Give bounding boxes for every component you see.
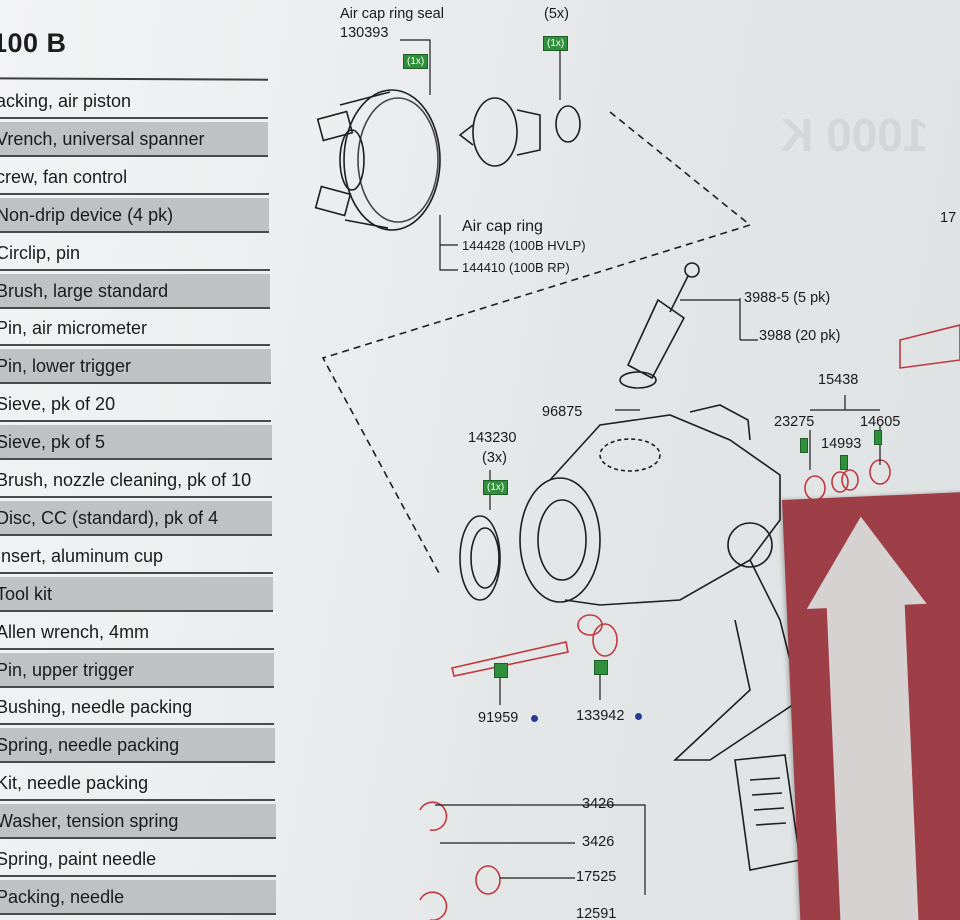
parts-list-row: Spring, needle packing [0,728,275,764]
parts-list-row: crew, fan control [0,160,269,195]
parts-list-row: Sieve, pk of 5 [0,425,272,461]
fluid-nozzle-drawing [458,97,581,167]
part-3426-lower-label: 3426 [582,834,615,850]
part-12591-label: 12591 [576,906,617,920]
quantity-tag: (1x) [483,480,509,495]
quantity-tag: (1x) [543,36,569,51]
circlip-lower-drawing [419,891,448,920]
parts-list-row: Circlip, pin [0,236,270,271]
quantity-value: 1x [550,38,561,49]
part-15438-label: 15438 [818,372,859,388]
part-3426-upper-label: 3426 [582,796,615,812]
brush-5pk-label: 3988-5 (5 pk) [744,290,831,306]
quantity-tag [840,455,848,470]
quantity-value: 1x [410,56,421,67]
quantity-tag: (1x) [403,54,429,69]
sieve-drawing [619,262,700,389]
air-cap-ring-seal-label: Air cap ring seal [340,6,444,22]
parts-list-row: Sieve, pk of 20 [0,387,272,423]
air-cap-drawing [314,89,441,231]
pin-91959-drawing [451,641,569,677]
part-143230-label: 143230 [468,430,517,446]
air-cap-ring-hvlp: 144428 (100B HVLP) [462,238,586,253]
part-14993-label: 14993 [821,436,862,452]
quantity-5x-label: (5x) [544,6,569,22]
parts-list-row: Tool kit [0,576,274,612]
parts-list-row: Spring, paint needle [0,842,276,877]
parts-list-row: Pin, lower trigger [0,349,271,385]
part-23275-label: 23275 [774,414,815,430]
retaining-ring-drawing [459,515,501,601]
wear-part-dot [635,713,642,720]
parts-list-row: Pin, upper trigger [0,652,274,688]
up-arrow-icon [806,516,927,920]
part-17525-label: 17525 [576,869,617,885]
quantity-value: 1x [490,482,501,493]
diagram-drawing [314,39,960,920]
quantity-3x-label: (3x) [482,450,507,466]
part-91959-label: 91959 [478,710,519,726]
assembly-dash-line [321,111,752,576]
circlip-upper-drawing [419,801,448,832]
sheet-title: 100 B [0,28,67,58]
gun-body-drawing [519,404,801,871]
part-96875-label: 96875 [542,404,583,420]
air-cap-ring-seal-number: 130393 [340,25,389,41]
wear-part-dot [531,715,538,722]
part-14605-label: 14605 [860,414,901,430]
parts-list-row: Allen wrench, 4mm [0,615,274,650]
parts-list-row: Insert, aluminum cup [0,539,273,574]
air-cap-ring-rp: 144410 (100B RP) [462,260,570,275]
parts-list-row: Disc, CC (standard), pk of 4 [0,500,273,536]
air-cap-ring-label: Air cap ring [462,218,543,235]
parts-list-row: acking, air piston [0,84,268,119]
parts-list-row: Pin, air micrometer [0,311,271,347]
bushing-133942-drawing [577,614,618,657]
quantity-tag [494,663,508,678]
spring-drawing [899,324,960,369]
parts-list-row: Brush, large standard [0,273,270,309]
parts-list-row: Vrench, universal spanner [0,121,269,157]
title-rule [0,77,269,81]
parts-list-row: Washer, tension spring [0,804,276,840]
quantity-tag [594,660,608,675]
edge-number-17: 17 [940,210,957,226]
quantity-tag [800,438,808,453]
red-sticker [782,491,960,920]
parts-list-row: Packing, needle [0,879,277,915]
brush-20pk-label: 3988 (20 pk) [759,328,841,344]
parts-list-row: Brush, nozzle cleaning, pk of 10 [0,463,272,498]
part-133942-label: 133942 [576,708,625,724]
parts-list-row: Kit, needle packing [0,766,276,802]
spacer-17525-drawing [475,865,501,895]
parts-list-row: Bushing, needle packing [0,690,275,726]
parts-list-row: Non-drip device (4 pk) [0,197,270,233]
quantity-tag [874,430,882,445]
